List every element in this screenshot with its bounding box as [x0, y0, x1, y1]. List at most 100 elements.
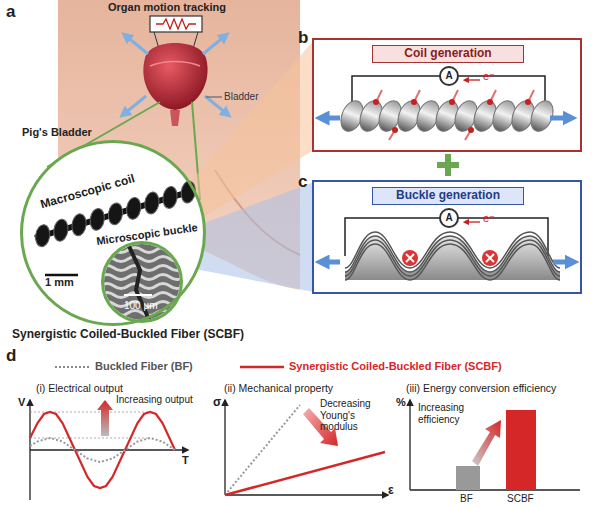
stretch-arrows	[322, 116, 340, 121]
stretch-arrows	[553, 260, 572, 265]
stretch-arrows	[550, 116, 570, 121]
buckled-sheet	[345, 236, 560, 280]
ammeter-label: A	[441, 68, 457, 84]
inset-circle: Microscopic buckle100 µm	[101, 241, 183, 323]
sem-buckle-image	[100, 311, 184, 316]
macroscopic-coil	[180, 180, 197, 204]
macroscopic-coil	[89, 207, 106, 231]
buckled-sheet	[345, 232, 560, 268]
sem-buckle-image	[100, 293, 184, 298]
zoom-cone-blue	[190, 182, 314, 292]
coil-fiber	[392, 127, 398, 133]
zoom-circle: Macroscopic coil1 mmMicroscopic buckle10…	[20, 140, 206, 326]
macroscopic-coil	[52, 218, 69, 242]
macroscopic-coil	[162, 186, 179, 210]
macroscopic-coil	[71, 213, 88, 237]
stretch-arrows	[322, 260, 340, 265]
output-chart	[30, 438, 175, 462]
bar-label: BF	[460, 493, 473, 505]
axis-label: %	[396, 396, 406, 409]
panel-letter: a	[6, 2, 15, 22]
ammeter-symbol: A	[439, 208, 459, 228]
stress-strain-chart	[225, 452, 385, 495]
sem-buckle-image	[124, 294, 152, 296]
electron-label: e⁻	[483, 212, 495, 225]
macroscopic-coil	[143, 191, 160, 215]
output-chart	[30, 438, 150, 439]
efficiency-chart	[456, 466, 480, 490]
buckled-sheet	[345, 240, 560, 276]
sem-buckle-image	[100, 248, 184, 316]
sem-buckle-image	[100, 284, 184, 289]
motion-arrows	[203, 36, 225, 54]
motion-arrows	[126, 36, 148, 54]
macroscopic-coil	[34, 224, 51, 248]
annotation: Increasing efficiency	[418, 402, 482, 425]
efficiency-chart	[410, 489, 580, 490]
legend-line-sample	[240, 366, 284, 369]
annotation: Increasing output	[116, 394, 193, 406]
legend-line-sample	[55, 366, 90, 368]
organ-label: Pig's Bladder	[22, 126, 92, 139]
strain-sensor-symbol	[156, 19, 196, 29]
motion-arrows	[205, 96, 227, 114]
bladder-organ	[143, 43, 207, 126]
panel-caption: Synergistic Coiled-Buckled Fiber (SCBF)	[12, 328, 244, 342]
output-chart	[30, 400, 188, 500]
coil-fiber	[487, 99, 493, 105]
zoom-label: Microscopic buckle	[96, 221, 199, 248]
coil-fiber	[525, 99, 531, 105]
output-chart	[97, 400, 113, 436]
chart-title: (ii) Mechanical property	[224, 382, 333, 394]
axis-label: σ	[213, 396, 221, 410]
panel-letter: d	[6, 346, 16, 366]
sem-buckle-image	[100, 275, 184, 280]
zoom-circle-fill	[22, 142, 204, 324]
plus-sign	[437, 154, 459, 176]
sem-buckle-image	[100, 240, 184, 324]
contact-points	[402, 250, 498, 266]
annotation: Decreasing Young's modulus	[320, 398, 392, 433]
strain-sensor-symbol	[150, 16, 202, 32]
chart-title: (iii) Energy conversion efficiency	[406, 382, 556, 394]
contact-points	[482, 250, 498, 266]
efficiency-chart	[409, 400, 410, 490]
plus-sign	[445, 154, 451, 176]
efficiency-chart	[472, 420, 501, 466]
scale-bar-label: 1 mm	[45, 276, 74, 289]
scale-bar-label: 100 µm	[124, 300, 158, 312]
axis-label: ε	[388, 484, 394, 498]
zoom-label: Macroscopic coil	[39, 172, 136, 212]
buckled-sheet	[345, 236, 560, 272]
stretch-arrows	[322, 260, 572, 265]
coil-fiber	[411, 99, 417, 105]
ammeter-symbol: A	[439, 66, 459, 86]
chart-title: (i) Electrical output	[36, 382, 123, 394]
illustration-title: Organ motion tracking	[108, 1, 226, 14]
legend-text: Buckled Fiber (BF)	[95, 360, 193, 373]
organ-label: Bladder	[224, 91, 258, 103]
contact-points	[402, 250, 418, 266]
electron-flow-arrow	[466, 79, 480, 80]
efficiency-chart	[506, 410, 536, 490]
contact-points	[486, 254, 494, 262]
bladder-organ	[150, 62, 200, 67]
buckled-sheet	[345, 232, 560, 280]
panel-box: Coil generationA	[312, 38, 582, 152]
sem-buckle-image	[100, 248, 184, 253]
panel-letter: b	[298, 28, 308, 48]
buckled-sheet	[345, 244, 560, 280]
bladder-organ	[170, 110, 180, 126]
panel-letter: c	[298, 172, 307, 192]
sem-buckle-image	[100, 240, 184, 324]
coil-fiber	[376, 90, 534, 140]
coil-fiber	[373, 99, 379, 105]
stretch-arrows	[322, 116, 570, 121]
coil-fiber	[468, 127, 474, 133]
sem-buckle-image	[100, 257, 184, 262]
bar-label: SCBF	[507, 493, 534, 505]
legend-text: Synergistic Coiled-Buckled Fiber (SCBF)	[289, 360, 502, 373]
bladder-organ	[143, 43, 207, 110]
